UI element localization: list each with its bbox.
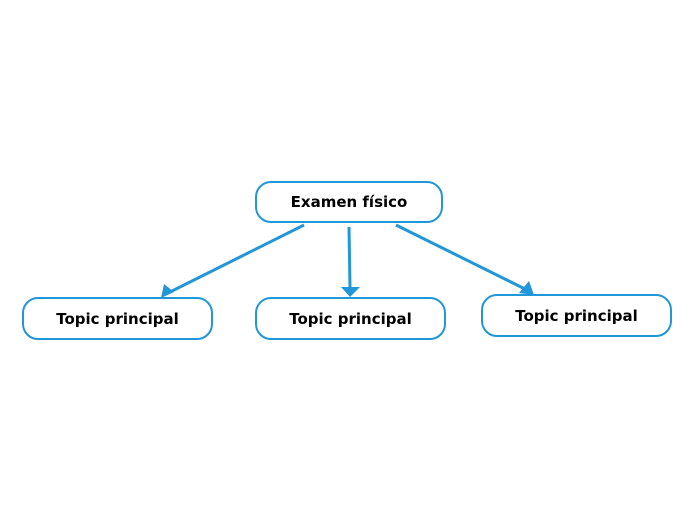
main-topic-node-3[interactable]: Topic principal (481, 294, 672, 337)
arrowhead-topic-1 (161, 284, 174, 298)
root-topic-label: Examen físico (290, 193, 408, 211)
main-topic-node-2[interactable]: Topic principal (255, 297, 446, 340)
main-topic-label-3: Topic principal (515, 306, 638, 325)
connector-root-to-topic-1 (169, 223, 305, 294)
connector-root-to-topic-3 (395, 223, 526, 291)
arrowhead-topic-2 (341, 287, 360, 297)
main-topic-node-1[interactable]: Topic principal (22, 297, 213, 340)
connector-root-to-topic-2 (347, 226, 352, 290)
main-topic-label-2: Topic principal (289, 309, 412, 328)
arrowhead-topic-3 (519, 281, 534, 295)
root-topic-node[interactable]: Examen físico (255, 181, 443, 223)
main-topic-label-1: Topic principal (56, 309, 179, 328)
